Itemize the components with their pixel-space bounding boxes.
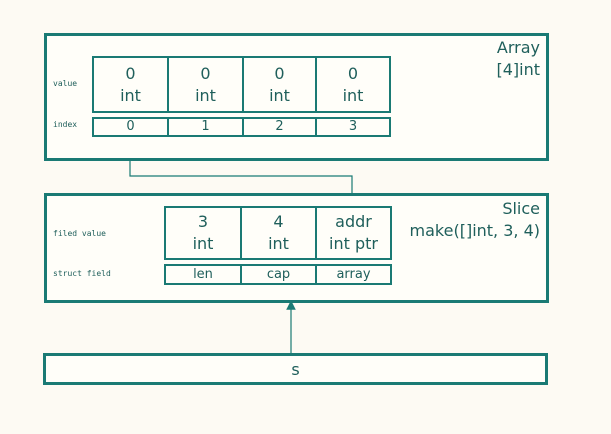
array-index-cell-1: 1: [167, 117, 244, 137]
array-title: Array [4]int: [380, 37, 540, 81]
slice-field-cell-len: len: [164, 264, 242, 285]
array-index-cell-0: 0: [92, 117, 169, 137]
array-value-cell-2: 0 int: [242, 56, 317, 113]
array-index-cell-3: 3: [315, 117, 391, 137]
array-value-cell-3: 0 int: [315, 56, 391, 113]
slice-field-cell-cap: cap: [240, 264, 317, 285]
slice-field-cell-array: array: [315, 264, 392, 285]
array-value: 0: [274, 63, 285, 83]
slice-title: Slice make([]int, 3, 4): [380, 198, 540, 242]
slice-value-cell-len: 3 int: [164, 206, 242, 260]
array-value: 0: [125, 63, 136, 83]
variable-s-box: s: [43, 353, 548, 385]
array-index-row-label: index: [53, 120, 78, 129]
slice-title-constructor: make([]int, 3, 4): [409, 221, 540, 240]
variable-name: s: [291, 359, 300, 379]
array-box: [44, 33, 549, 161]
array-index-cell-2: 2: [242, 117, 317, 137]
array-title-type: [4]int: [496, 60, 540, 79]
slice-field-row-label: struct field: [53, 269, 111, 278]
array-type: int: [269, 85, 290, 105]
array-value-row-label: value: [53, 79, 78, 88]
slice-title-name: Slice: [502, 199, 540, 218]
slice-type: int ptr: [329, 234, 378, 253]
slice-type: int: [268, 234, 289, 253]
array-type: int: [195, 85, 216, 105]
slice-value: 4: [273, 212, 284, 231]
slice-value-row-label: filed value: [53, 229, 106, 238]
slice-value: addr: [335, 212, 372, 231]
slice-type: int: [192, 234, 214, 253]
slice-value-cell-array: addr int ptr: [315, 206, 392, 260]
array-value: 0: [347, 63, 359, 83]
slice-value-cell-cap: 4 int: [240, 206, 317, 260]
slice-value: 3: [197, 212, 209, 231]
array-type: int: [120, 85, 141, 105]
array-value-cell-0: 0 int: [92, 56, 169, 113]
array-value: 0: [200, 63, 211, 83]
array-title-name: Array: [496, 38, 540, 57]
array-type: int: [342, 85, 364, 105]
array-value-cell-1: 0 int: [167, 56, 244, 113]
